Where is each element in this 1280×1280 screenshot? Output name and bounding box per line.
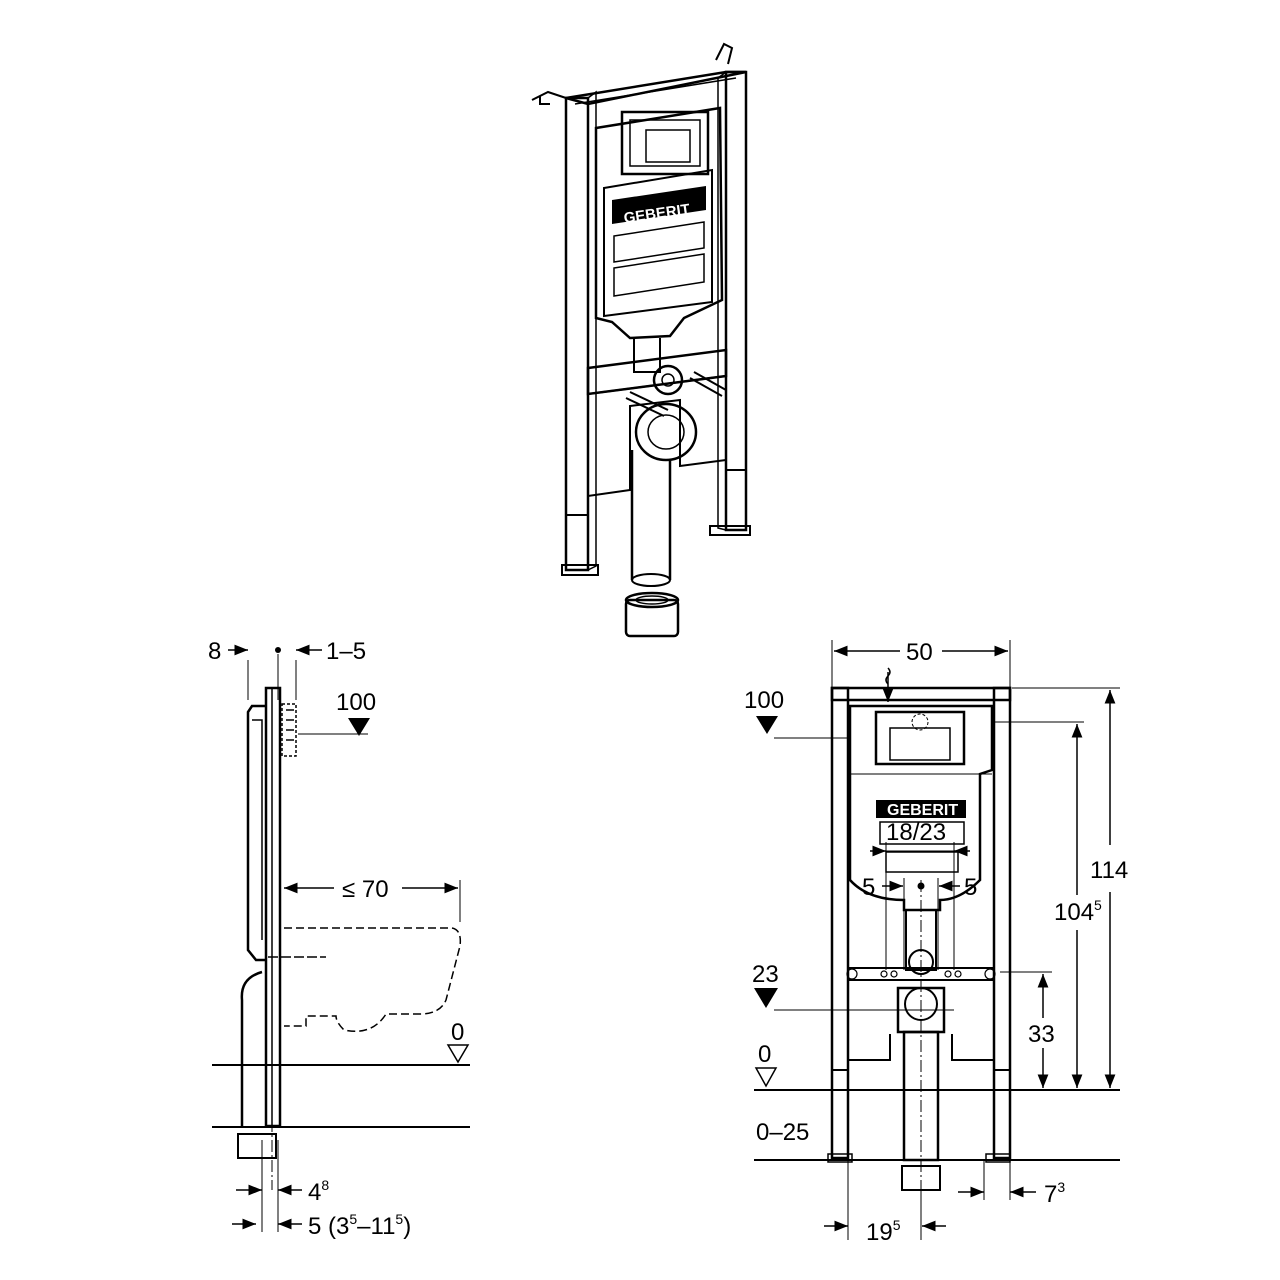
front-drain-marker-23: 23 bbox=[752, 961, 779, 988]
front-dim-7-3: 73 bbox=[1044, 1179, 1065, 1208]
side-dim-4-8: 48 bbox=[308, 1177, 329, 1206]
side-dim-8: 8 bbox=[208, 638, 221, 665]
front-drain-height-33: 33 bbox=[1028, 1021, 1055, 1048]
side-floor-level: 0 bbox=[451, 1019, 464, 1046]
front-floor-level: 0 bbox=[758, 1041, 771, 1068]
front-offset-left: 5 bbox=[862, 874, 875, 901]
front-brand-logo: GEBERIT bbox=[887, 802, 958, 819]
front-offset-right: 5 bbox=[964, 874, 977, 901]
front-leg-adjust: 0–25 bbox=[756, 1119, 809, 1146]
front-fixing-spacing: 18/23 bbox=[886, 819, 946, 846]
front-height-114: 114 bbox=[1090, 857, 1128, 884]
front-view: GEBERIT 50 100 114 bbox=[744, 639, 1128, 1246]
front-width-50: 50 bbox=[906, 639, 933, 666]
side-projection-70: ≤ 70 bbox=[342, 876, 389, 903]
front-height-100: 100 bbox=[744, 687, 784, 714]
side-dim-1-5: 1–5 bbox=[326, 638, 366, 665]
isometric-frame-view: GEBERIT bbox=[531, 42, 751, 638]
side-height-100: 100 bbox=[336, 689, 376, 716]
side-dim-5-range: 5 (35–115) bbox=[308, 1211, 411, 1240]
front-height-104-5: 1045 bbox=[1054, 897, 1102, 926]
front-dim-19-5: 195 bbox=[866, 1217, 901, 1246]
side-view: 8 1–5 100 ≤ 70 0 48 5 (35–115) bbox=[208, 638, 470, 1240]
